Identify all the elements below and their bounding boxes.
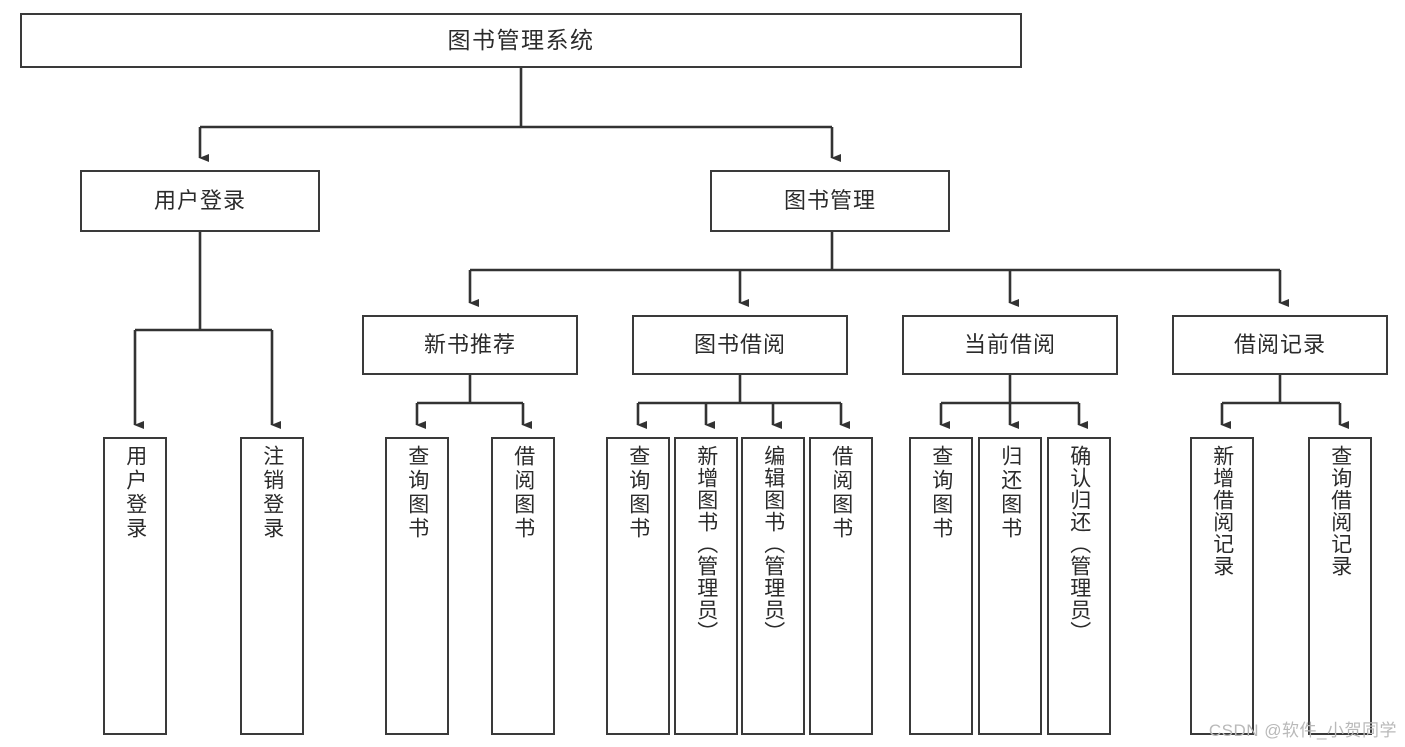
node-label: 图书管理系统 [447, 27, 595, 54]
leaf-query-borrow-record[interactable]: 查询借阅记录 [1308, 437, 1372, 735]
node-label: 图书管理 [783, 187, 876, 213]
node-book-borrow[interactable]: 图书借阅 [632, 315, 848, 375]
leaf-edit-book-admin[interactable]: 编辑图书（管理员） [741, 437, 805, 735]
leaf-user-logout[interactable]: 注销登录 [240, 437, 304, 735]
leaf-add-book-admin[interactable]: 新增图书（管理员） [674, 437, 738, 735]
node-label: 借阅图书 [829, 445, 853, 541]
node-root-system[interactable]: 图书管理系统 [20, 13, 1022, 68]
node-label: 查询借阅记录 [1328, 445, 1352, 577]
node-label: 借阅图书 [511, 445, 535, 541]
node-label: 用户登录 [153, 187, 246, 213]
node-label: 新增借阅记录 [1210, 445, 1234, 577]
node-label: 查询图书 [405, 445, 429, 541]
node-label: 图书借阅 [693, 331, 786, 357]
leaf-confirm-return-admin[interactable]: 确认归还（管理员） [1047, 437, 1111, 735]
node-label: 当前借阅 [963, 331, 1056, 357]
node-borrow-records[interactable]: 借阅记录 [1172, 315, 1388, 375]
node-label: 用户登录 [123, 445, 147, 541]
node-label: 查询图书 [626, 445, 650, 541]
node-label: 借阅记录 [1233, 331, 1326, 357]
leaf-query-book-borrow[interactable]: 查询图书 [606, 437, 670, 735]
node-current-borrow[interactable]: 当前借阅 [902, 315, 1118, 375]
node-label: 注销登录 [260, 445, 284, 541]
node-label: 查询图书 [929, 445, 953, 541]
node-new-book-recommend[interactable]: 新书推荐 [362, 315, 578, 375]
node-label: 归还图书 [998, 445, 1022, 541]
leaf-borrow-book-borrow[interactable]: 借阅图书 [809, 437, 873, 735]
leaf-query-book-newbook[interactable]: 查询图书 [385, 437, 449, 735]
node-label: 确认归还（管理员） [1067, 445, 1091, 643]
node-book-management[interactable]: 图书管理 [710, 170, 950, 232]
leaf-user-login[interactable]: 用户登录 [103, 437, 167, 735]
node-label: 编辑图书（管理员） [761, 445, 785, 643]
leaf-add-borrow-record[interactable]: 新增借阅记录 [1190, 437, 1254, 735]
leaf-borrow-book-newbook[interactable]: 借阅图书 [491, 437, 555, 735]
watermark-text: CSDN @软件_小贺同学 [1208, 721, 1397, 740]
node-user-login[interactable]: 用户登录 [80, 170, 320, 232]
leaf-return-book[interactable]: 归还图书 [978, 437, 1042, 735]
leaf-query-book-current[interactable]: 查询图书 [909, 437, 973, 735]
node-label: 新书推荐 [423, 331, 516, 357]
node-label: 新增图书（管理员） [694, 445, 718, 643]
